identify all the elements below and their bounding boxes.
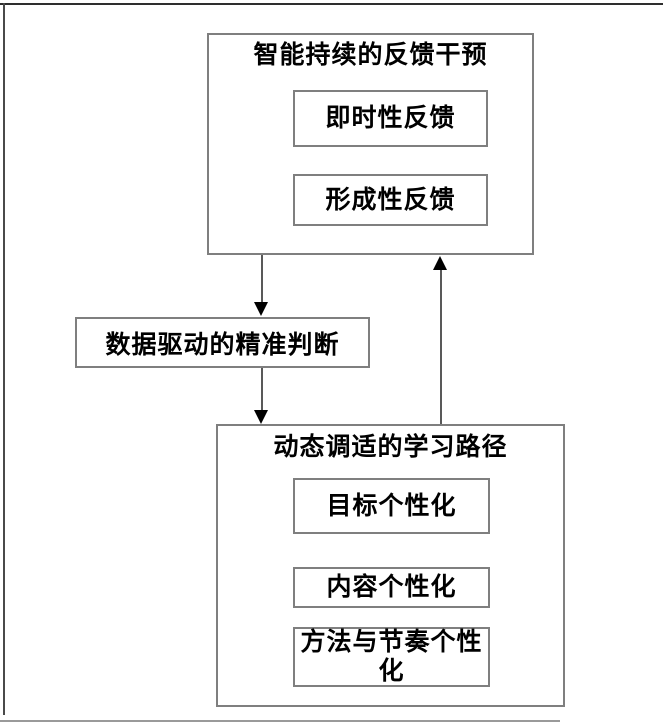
- arrow-path-to-feedback-line: [440, 269, 442, 424]
- box-method-pace-personalization: 方法与节奏个性化: [293, 627, 490, 687]
- arrow-down-icon: [254, 410, 268, 424]
- box-data-driven-judgment: 数据驱动的精准判断: [75, 317, 370, 368]
- group-title-learning-path: 动态调适的学习路径: [273, 432, 508, 461]
- box-immediate-feedback-label: 即时性反馈: [325, 103, 456, 133]
- arrow-down-icon: [254, 302, 268, 316]
- box-content-personalization-label: 内容个性化: [326, 572, 457, 602]
- box-formative-feedback-label: 形成性反馈: [325, 184, 456, 214]
- figure-frame-top: [0, 3, 663, 5]
- box-method-pace-personalization-label: 方法与节奏个性化: [300, 627, 483, 685]
- figure-frame-left: [3, 3, 5, 715]
- group-title-feedback-intervention: 智能持续的反馈干预: [253, 40, 488, 69]
- box-immediate-feedback: 即时性反馈: [293, 90, 488, 147]
- arrow-up-icon: [433, 256, 447, 270]
- box-content-personalization: 内容个性化: [293, 567, 490, 608]
- arrow-feedback-to-judgment-line: [261, 255, 263, 302]
- box-goal-personalization-label: 目标个性化: [326, 490, 457, 520]
- box-data-driven-judgment-label: 数据驱动的精准判断: [105, 329, 340, 359]
- box-formative-feedback: 形成性反馈: [293, 174, 488, 226]
- box-goal-personalization: 目标个性化: [293, 478, 490, 534]
- figure-frame-bottom: [0, 720, 560, 722]
- arrow-judgment-to-path-line: [261, 368, 263, 411]
